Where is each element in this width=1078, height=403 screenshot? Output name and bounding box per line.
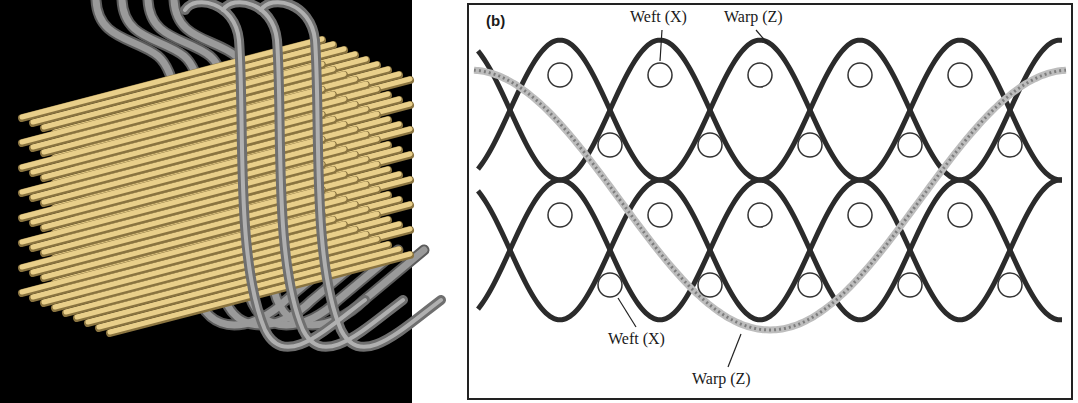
weft-yarn	[548, 203, 572, 227]
weave-schematic	[474, 30, 1066, 367]
rod-body	[44, 224, 344, 302]
warp-yarn	[478, 40, 1062, 180]
weft-yarn	[998, 133, 1022, 157]
warp-yarn	[478, 180, 1062, 320]
weft-yarn	[948, 203, 972, 227]
weft-yarn	[648, 203, 672, 227]
weft-yarn	[598, 273, 622, 297]
weft-yarn	[698, 133, 722, 157]
binder-warp-texture	[474, 70, 1066, 330]
binder-tube-highlight	[185, 2, 365, 347]
rod-body	[55, 229, 355, 307]
schematic-frame	[468, 4, 1072, 399]
weft-yarn	[598, 133, 622, 157]
weft-yarn	[848, 63, 872, 87]
weft-yarn	[798, 133, 822, 157]
weft-yarn	[698, 273, 722, 297]
leader-line	[660, 30, 662, 61]
leader-line	[618, 298, 636, 327]
weft-rod	[55, 229, 355, 308]
warp-yarn	[478, 180, 1062, 320]
binder-tube-highlight	[223, 2, 403, 347]
woven-preform-render	[22, 0, 441, 347]
yarn-label: Warp (Z)	[690, 370, 753, 388]
yarn-label: Weft (X)	[628, 8, 689, 26]
weft-yarn	[548, 63, 572, 87]
weft-yarn	[898, 133, 922, 157]
rod-shadow	[44, 225, 344, 303]
leader-line	[756, 30, 768, 44]
weft-yarn	[748, 63, 772, 87]
weft-yarn	[998, 273, 1022, 297]
yarn-label: Warp (Z)	[722, 8, 785, 26]
leader-line	[728, 334, 741, 367]
rod-shadow	[22, 215, 322, 293]
weft-rod	[22, 214, 322, 293]
weft-yarn	[648, 63, 672, 87]
weft-yarn	[798, 273, 822, 297]
weft-yarn	[848, 203, 872, 227]
weft-yarn	[748, 203, 772, 227]
binder-tube-highlight	[261, 2, 441, 347]
rod-body	[22, 214, 322, 292]
figure-tag: (b)	[484, 12, 507, 30]
binder-warp	[474, 70, 1066, 330]
weft-yarn	[948, 63, 972, 87]
weft-yarn	[898, 273, 922, 297]
weft-rod	[44, 224, 344, 303]
warp-yarn	[478, 40, 1062, 180]
binder-tube-front	[261, 2, 441, 347]
yarn-label: Weft (X)	[606, 330, 667, 348]
